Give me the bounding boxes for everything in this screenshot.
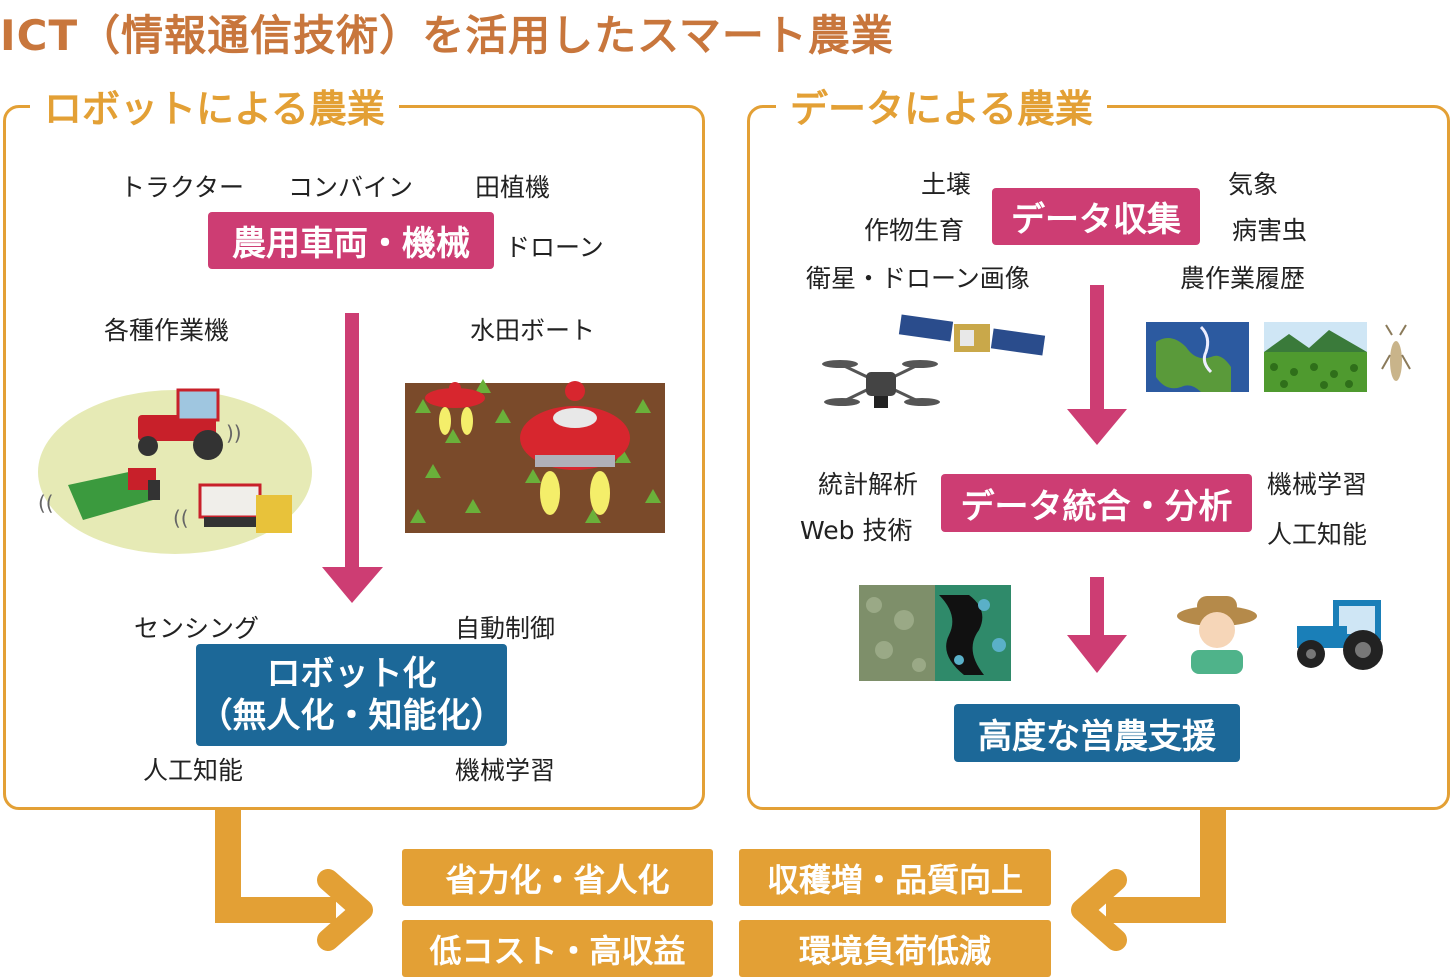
- left-orange-arrow: [215, 810, 373, 951]
- label-ml-right: 機械学習: [1267, 470, 1368, 499]
- crop-field-icon: [1264, 322, 1367, 392]
- svg-text:((: ((: [173, 506, 189, 530]
- robotization-line2: （無人化・知能化）: [198, 696, 505, 736]
- data-agriculture-panel: データによる農業: [747, 78, 1450, 810]
- label-soil: 土壌: [921, 170, 972, 199]
- page-title: ICT（情報通信技術）を活用したスマート農業: [0, 11, 894, 60]
- label-ai-right: 人工知能: [1267, 520, 1368, 549]
- label-web-tech: Web 技術: [800, 516, 913, 545]
- svg-text:((: ((: [38, 491, 54, 515]
- robot-agriculture-heading: ロボットによる農業: [30, 78, 399, 133]
- paddy-boat-illustration: [405, 379, 665, 533]
- satellite-icon: [898, 314, 1046, 356]
- label-pests: 病害虫: [1232, 216, 1308, 245]
- farm-vehicles-box: 農用車両・機械: [208, 212, 494, 269]
- result-low-cost: 低コスト・高収益: [402, 920, 713, 977]
- drone-icon: [822, 360, 940, 408]
- farmer-icon: [1177, 596, 1257, 674]
- right-down-arrow-1: [1067, 285, 1127, 445]
- label-paddy-boat: 水田ボート: [470, 316, 596, 345]
- label-statistics: 統計解析: [818, 470, 919, 499]
- data-integration-box: データ統合・分析: [941, 474, 1252, 532]
- right-down-arrow-2: [1067, 577, 1127, 673]
- result-yield-quality: 収穫増・品質向上: [739, 849, 1051, 906]
- label-ai-left: 人工知能: [143, 756, 244, 785]
- tractor-icon: [1297, 600, 1383, 670]
- label-rice-planter: 田植機: [475, 173, 551, 202]
- label-sensing: センシング: [134, 614, 260, 643]
- label-work-machines: 各種作業機: [104, 316, 230, 345]
- farm-machines-illustration: )) (( ((: [38, 388, 312, 554]
- label-tractor: トラクター: [120, 173, 245, 202]
- data-collection-box: データ収集: [992, 188, 1200, 245]
- aerial-image-icon: [859, 585, 1011, 681]
- label-ml-left: 機械学習: [455, 756, 556, 785]
- left-down-arrow: [322, 313, 383, 603]
- weather-map-icon: [1146, 322, 1249, 392]
- robotization-box: ロボット化 （無人化・知能化）: [196, 644, 507, 746]
- robotization-line1: ロボット化: [266, 654, 437, 694]
- right-orange-arrow: [1071, 810, 1226, 951]
- result-labor-saving: 省力化・省人化: [402, 849, 713, 906]
- label-drone: ドローン: [505, 233, 604, 262]
- robot-agriculture-panel: ロボットによる農業: [3, 78, 705, 810]
- label-combine: コンバイン: [288, 173, 414, 202]
- svg-text:)): )): [226, 421, 242, 445]
- insect-icon: [1381, 324, 1411, 381]
- label-crop-growth: 作物生育: [864, 216, 965, 245]
- label-auto-control: 自動制御: [455, 614, 556, 643]
- label-satellite-images: 衛星・ドローン画像: [806, 264, 1030, 293]
- advanced-support-box: 高度な営農支援: [954, 704, 1240, 762]
- label-weather: 気象: [1228, 170, 1279, 199]
- data-agriculture-heading: データによる農業: [776, 78, 1107, 133]
- label-work-history: 農作業履歴: [1180, 264, 1306, 293]
- result-environment: 環境負荷低減: [739, 920, 1051, 977]
